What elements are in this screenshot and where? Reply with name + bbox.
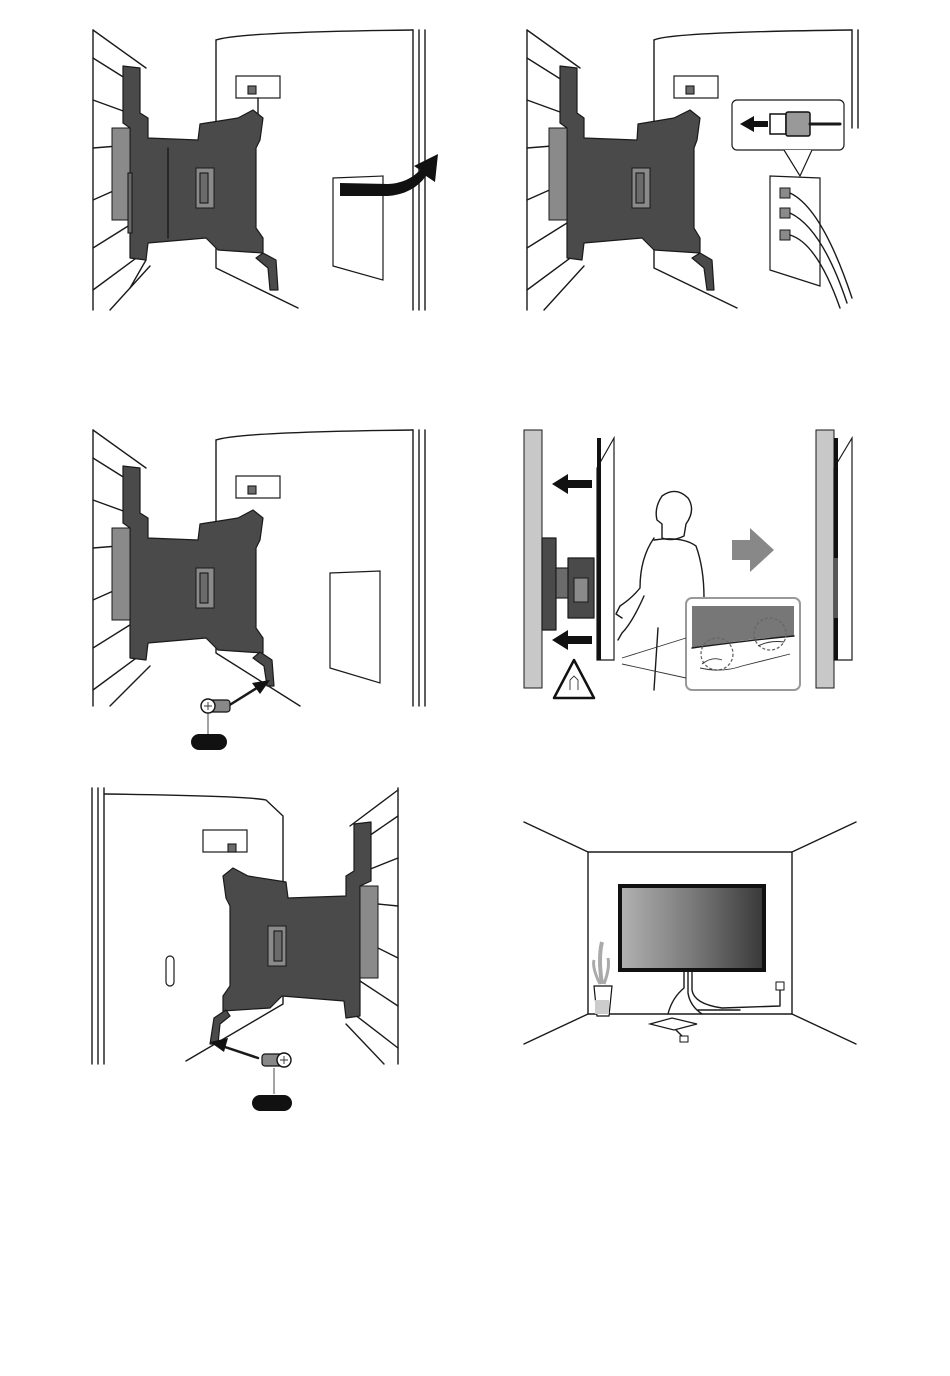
tv-hook-plate bbox=[236, 476, 280, 498]
figure-3-screw-right bbox=[88, 428, 438, 758]
screw-icon bbox=[262, 1053, 291, 1067]
figure-5-screw-left bbox=[88, 786, 406, 1116]
media-device bbox=[650, 1018, 697, 1030]
arrow-icon bbox=[252, 680, 270, 694]
wall-bracket-arm bbox=[112, 466, 274, 686]
wall-bracket-arm bbox=[549, 66, 714, 290]
figure-1-bracket-open-arrow bbox=[88, 28, 438, 310]
wall-bracket-arm bbox=[112, 66, 278, 290]
tv-slot bbox=[166, 956, 174, 986]
arrow-icon bbox=[732, 528, 774, 572]
terminal-panel bbox=[770, 176, 852, 308]
tv-hook-plate bbox=[674, 76, 718, 98]
wall-bracket-side bbox=[542, 538, 594, 630]
tv-terminal-cover bbox=[330, 571, 380, 683]
arrow-icon bbox=[340, 154, 438, 196]
screw-label-pill bbox=[191, 734, 227, 750]
ceiling-lines bbox=[524, 822, 856, 852]
tv-cables bbox=[668, 972, 784, 1014]
tv-hook-plate bbox=[203, 830, 247, 852]
hdmi-callout bbox=[732, 100, 844, 176]
screw-label-pill bbox=[252, 1095, 292, 1111]
wall-bracket-arm bbox=[210, 822, 378, 1044]
wall-right bbox=[816, 430, 834, 688]
pinch-caution-icon bbox=[554, 660, 594, 698]
arrow-icon bbox=[552, 474, 592, 494]
hdmi-plug-icon bbox=[770, 114, 786, 134]
figure-4-push-tv-caution bbox=[522, 428, 862, 708]
figure-2-hdmi-connect bbox=[522, 28, 867, 310]
figure-6-room-tv-mounted bbox=[522, 818, 858, 1048]
screw-icon bbox=[201, 699, 230, 713]
plant-pot bbox=[594, 942, 612, 1016]
hand-detail-inset bbox=[622, 598, 800, 690]
wall-left bbox=[524, 430, 542, 688]
arrow-icon bbox=[552, 630, 592, 650]
